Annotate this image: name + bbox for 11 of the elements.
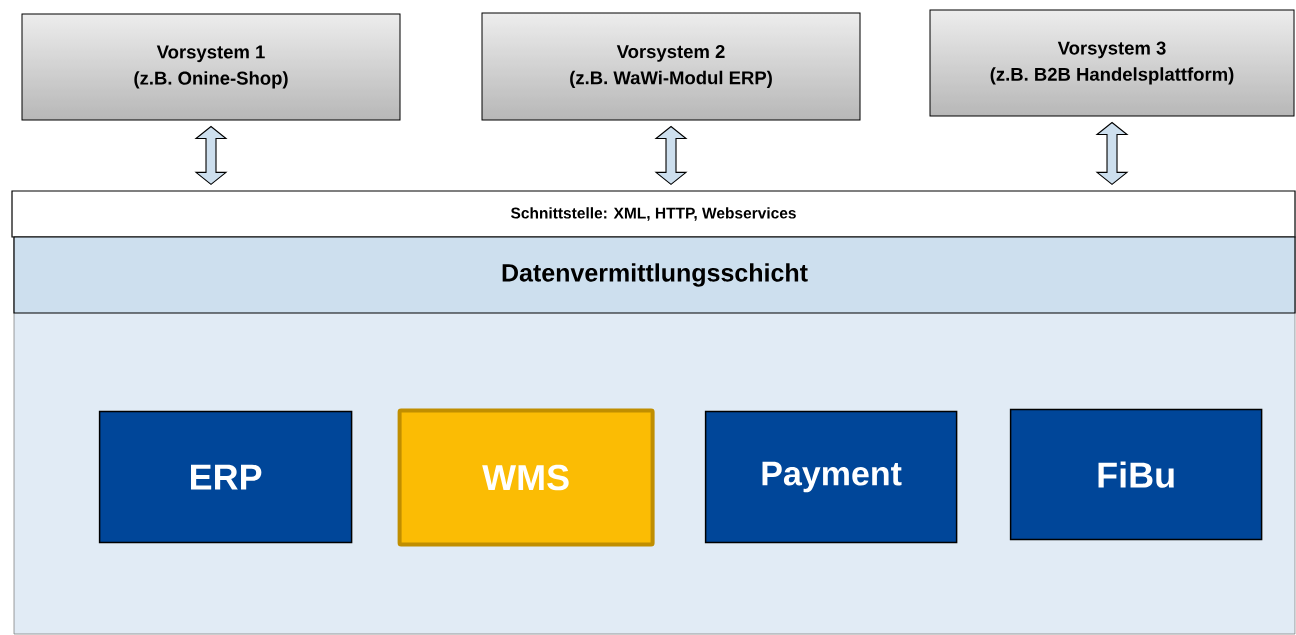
system-box: Vorsystem 3 (z.B. B2B Handelsplattform) xyxy=(929,9,1295,117)
system-box: Vorsystem 1 (z.B. Onine-Shop) xyxy=(21,13,401,121)
double-arrow xyxy=(654,125,688,186)
module-box: Payment xyxy=(704,410,958,544)
module-box: ERP xyxy=(98,410,353,544)
double-arrow xyxy=(194,125,228,186)
interface-band: Schnittstelle: XML, HTTP, Webservices xyxy=(11,190,1296,238)
module-box: FiBu xyxy=(1009,408,1263,541)
module-box: WMS xyxy=(397,408,655,547)
system-box: Vorsystem 2 (z.B. WaWi-Modul ERP) xyxy=(481,12,861,121)
double-arrow xyxy=(1095,121,1129,186)
